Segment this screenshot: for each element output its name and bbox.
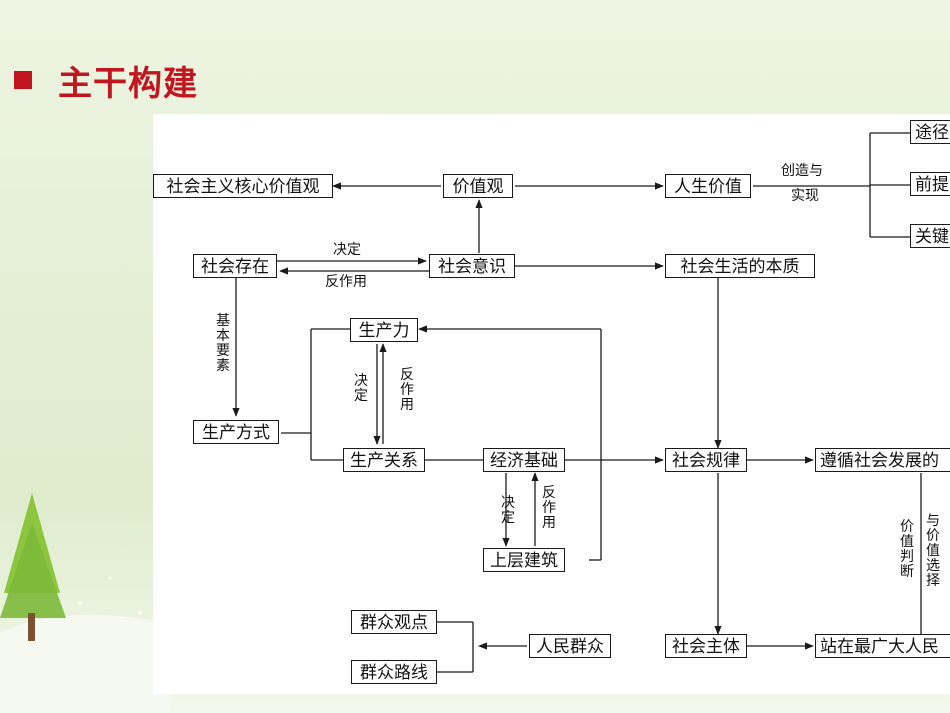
node-economic-base: 经济基础 — [483, 448, 565, 472]
node-productivity: 生产力 — [350, 318, 418, 342]
concept-map-panel: 社会主义核心价值观 价值观 人生价值 途径 前提 关键 社会存在 社会意识 社会… — [153, 114, 950, 694]
node-path: 途径 — [910, 120, 950, 144]
label-create-realize-line1: 创造与 — [781, 163, 823, 179]
node-production-mode: 生产方式 — [193, 420, 279, 444]
node-premise: 前提 — [910, 172, 950, 196]
node-mass-line: 群众路线 — [351, 660, 437, 684]
connector-lines — [232, 132, 922, 673]
node-mass-viewpoint: 群众观点 — [351, 610, 437, 634]
label-react-productivity: 反作用 — [400, 367, 414, 413]
label-react-base: 反作用 — [542, 485, 556, 531]
node-production-relations: 生产关系 — [343, 448, 425, 472]
label-create-realize-line2: 实现 — [791, 188, 819, 204]
bullet-square-icon — [14, 71, 32, 89]
section-heading: 主干构建 — [14, 60, 198, 104]
node-social-existence: 社会存在 — [193, 254, 277, 278]
label-determine-top: 决定 — [333, 242, 361, 258]
label-with-value-choice: 与价值选择 — [926, 513, 940, 589]
page-title: 主干构建 — [58, 63, 198, 104]
node-social-life-essence: 社会生活的本质 — [665, 254, 815, 278]
node-social-subject: 社会主体 — [665, 634, 747, 658]
node-people-masses: 人民群众 — [529, 634, 611, 658]
label-react-top: 反作用 — [325, 274, 367, 290]
node-social-consciousness: 社会意识 — [429, 254, 515, 278]
label-determine-base: 决定 — [501, 495, 515, 526]
node-social-laws: 社会规律 — [665, 448, 747, 472]
node-values: 价值观 — [443, 174, 513, 198]
winter-tree-decoration — [0, 493, 170, 713]
node-key: 关键 — [910, 224, 950, 248]
node-life-value: 人生价值 — [665, 174, 751, 198]
label-basic-elements: 基本要素 — [216, 313, 230, 374]
label-value-judgment: 价值判断 — [900, 519, 914, 580]
node-follow-development: 遵循社会发展的 — [815, 448, 950, 472]
node-core-values: 社会主义核心价值观 — [153, 174, 333, 198]
node-stand-people: 站在最广大人民 — [815, 634, 950, 658]
label-determine-productivity: 决定 — [354, 373, 368, 404]
node-superstructure: 上层建筑 — [483, 548, 565, 572]
